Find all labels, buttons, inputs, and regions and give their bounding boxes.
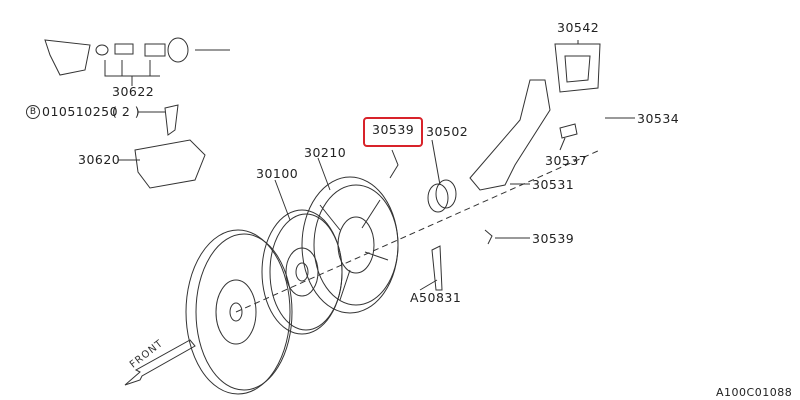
- label-30622: 30622: [112, 84, 155, 99]
- label-30502: 30502: [426, 124, 469, 139]
- clutch-disc: [261, 209, 343, 335]
- label-30542: 30542: [557, 20, 600, 35]
- spring-clip-top: [389, 149, 399, 179]
- figure-id: A100C01088: [716, 386, 793, 399]
- label-30539-bottom: 30539: [532, 231, 575, 246]
- bolt: [431, 245, 443, 291]
- pressure-plate: [301, 176, 399, 314]
- operating-cylinder: [134, 104, 206, 189]
- spring-clip-bottom: [484, 229, 493, 245]
- label-30100: 30100: [256, 166, 299, 181]
- bolt-b-marker: B: [26, 105, 40, 119]
- label-30534: 30534: [637, 111, 680, 126]
- label-30531: 30531: [532, 177, 575, 192]
- label-bolt: 010510250: [42, 104, 119, 119]
- label-30539-top: 30539: [372, 122, 415, 137]
- release-fork: [469, 79, 551, 191]
- leader-lines: [118, 40, 635, 291]
- center-axis: [235, 149, 601, 313]
- label-30620: 30620: [78, 152, 121, 167]
- highlight-box: [363, 117, 423, 147]
- flywheel: [185, 229, 293, 395]
- release-bearing: [427, 179, 457, 213]
- pipe-parts: [44, 37, 230, 86]
- label-bolt-qty: ( 2 ): [112, 104, 141, 119]
- label-30537: 30537: [545, 153, 588, 168]
- front-arrow-icon: [124, 339, 196, 386]
- boot: [554, 43, 601, 93]
- label-a50831: A50831: [410, 290, 462, 305]
- pivot: [559, 123, 578, 139]
- label-30210: 30210: [304, 145, 347, 160]
